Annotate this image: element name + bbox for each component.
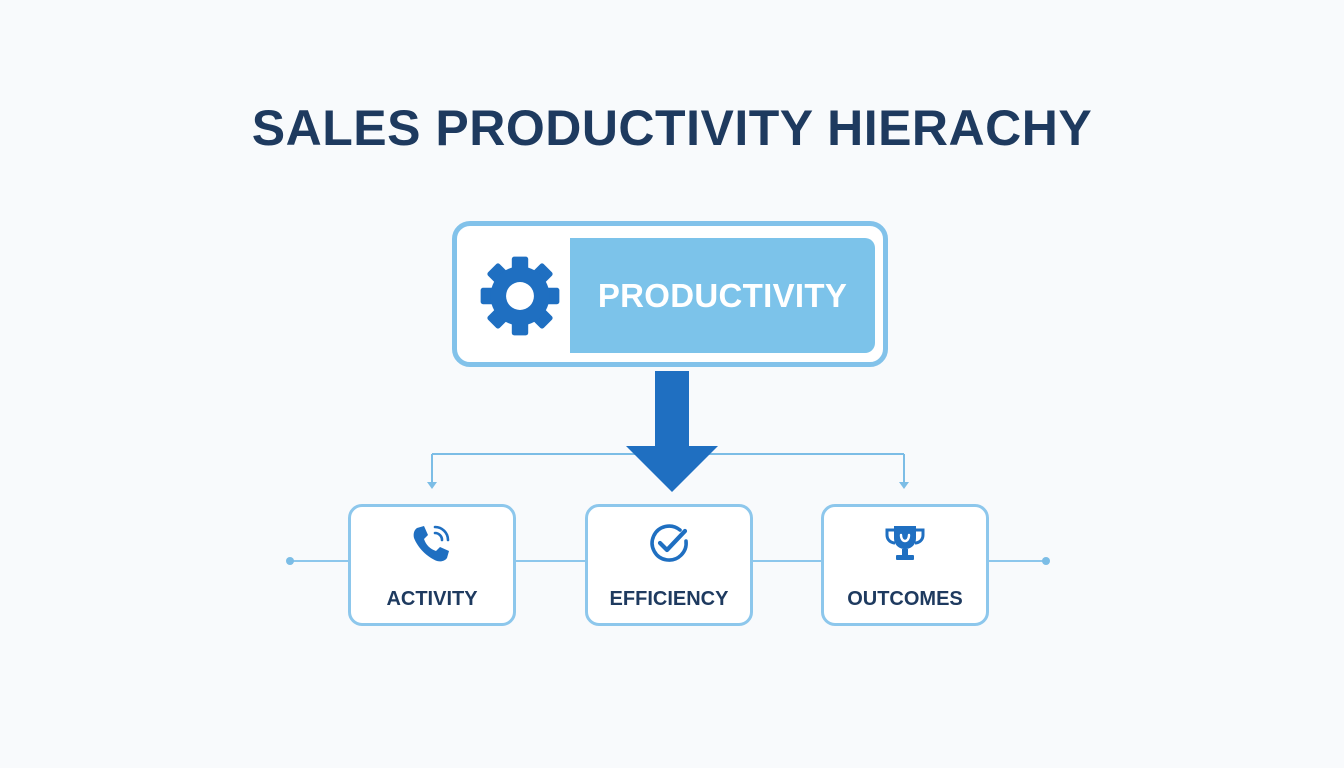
diagram-title: SALES PRODUCTIVITY HIERACHY [251, 100, 1093, 156]
child-node-outcomes: OUTCOMES [821, 504, 989, 626]
phone-icon [413, 525, 450, 562]
child-label-outcomes: OUTCOMES [847, 588, 963, 610]
baseline-dot-right [1042, 557, 1050, 565]
root-label: PRODUCTIVITY [597, 276, 848, 314]
gear-icon [480, 256, 560, 336]
baseline-dot-left [286, 557, 294, 565]
child-node-activity: ACTIVITY [348, 504, 516, 626]
trophy-icon [885, 526, 925, 560]
check-circle-icon [650, 524, 688, 562]
child-label-activity: ACTIVITY [386, 588, 478, 610]
child-node-efficiency: EFFICIENCY [585, 504, 753, 626]
main-arrow-shaft [655, 371, 689, 451]
child-label-efficiency: EFFICIENCY [609, 588, 729, 610]
root-label-panel: PRODUCTIVITY [570, 238, 875, 353]
main-arrow-head [626, 446, 718, 492]
branch-arrowhead-right [899, 482, 909, 489]
branch-arrowhead-left [427, 482, 437, 489]
root-node-productivity: PRODUCTIVITY [452, 221, 888, 367]
